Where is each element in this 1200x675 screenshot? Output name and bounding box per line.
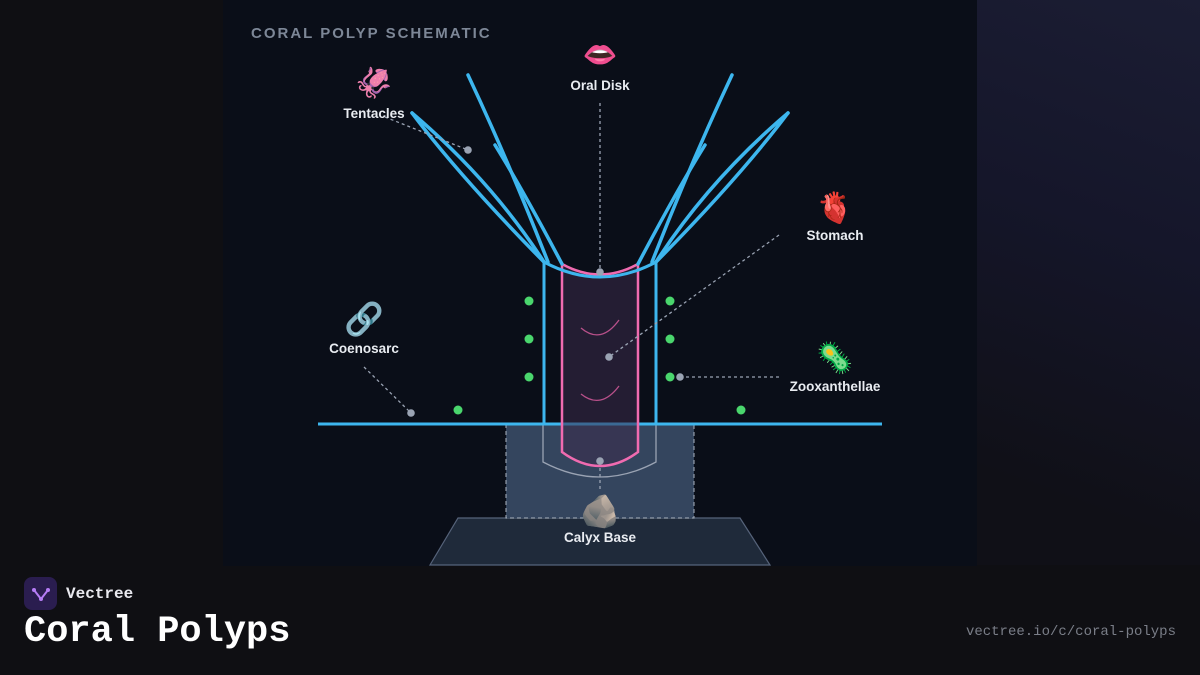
stomach-cavity — [560, 261, 640, 468]
tentacle-left-outer — [410, 111, 546, 264]
label-zooxanthellae: Zooxanthellae — [790, 379, 881, 394]
leader-anchor-oral-disk — [596, 268, 604, 276]
zooxanthella-dot — [524, 334, 534, 344]
zooxanthella-dot — [524, 372, 534, 382]
label-calyx-base: Calyx Base — [564, 530, 637, 545]
page-title: Coral Polyps — [24, 611, 291, 653]
label-tentacles: Tentacles — [343, 106, 404, 121]
leader-tentacles — [384, 116, 469, 151]
microbe-icon: 🦠 — [816, 340, 853, 376]
link-icon: 🔗 — [344, 300, 384, 338]
zooxanthella-dot — [453, 405, 463, 415]
stomach-fold-lower — [580, 385, 620, 402]
brand-name: Vectree — [66, 584, 134, 603]
leader-anchor-stomach — [605, 353, 613, 361]
stomach-fold-upper — [580, 319, 620, 336]
oral-disk-rim — [543, 260, 657, 279]
leader-anchor-tentacles — [464, 146, 472, 154]
rock-icon: 🪨 — [580, 492, 620, 530]
squid-icon: 🦑 — [355, 65, 392, 101]
background-glow — [977, 0, 1200, 565]
anatomical-heart-icon: 🫀 — [816, 190, 853, 226]
label-stomach: Stomach — [806, 228, 863, 243]
page-url[interactable]: vectree.io/c/coral-polyps — [965, 624, 1176, 640]
tentacle-left-outer-b — [410, 111, 546, 264]
diagram-title: CORAL POLYP SCHEMATIC — [251, 25, 492, 42]
zooxanthella-dot — [665, 372, 675, 382]
vectree-logo-icon — [24, 577, 57, 610]
diagram-stage: CORAL POLYP SCHEMATIC — [223, 0, 977, 566]
leader-anchor-coenosarc — [407, 409, 415, 417]
leader-coenosarc — [363, 366, 412, 414]
tentacle-right-outer — [654, 111, 790, 264]
tentacle-right-core — [636, 143, 707, 266]
polyp-diagram: CORAL POLYP SCHEMATIC — [251, 25, 882, 566]
zooxanthella-dot — [524, 296, 534, 306]
mouth-icon: 👄 — [583, 38, 618, 71]
label-coenosarc: Coenosarc — [329, 341, 399, 356]
brand[interactable]: Vectree — [24, 577, 133, 610]
leader-anchor-zooxanthellae — [676, 373, 684, 381]
label-oral-disk: Oral Disk — [570, 78, 630, 93]
tentacle-right-outer-b — [654, 111, 790, 264]
leader-stomach — [608, 234, 780, 358]
tentacle-left-core — [493, 143, 564, 266]
zooxanthella-dot — [665, 296, 675, 306]
zooxanthella-dot — [736, 405, 746, 415]
leader-anchor-calyx-base — [596, 457, 604, 465]
zooxanthella-dot — [665, 334, 675, 344]
